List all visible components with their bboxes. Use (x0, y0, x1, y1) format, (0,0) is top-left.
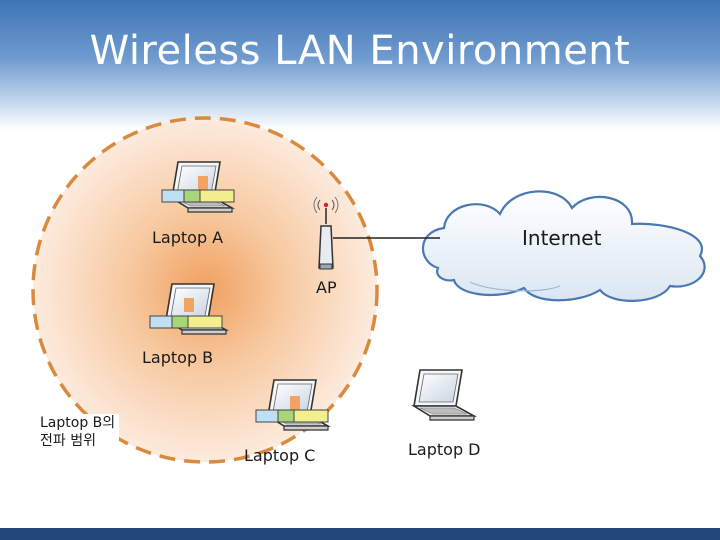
header-band (0, 0, 720, 130)
internet-cloud-icon (421, 190, 706, 302)
laptop-a-icon (161, 161, 235, 213)
laptop-b-icon (149, 283, 227, 335)
internet-label: Internet (522, 226, 602, 250)
access-point-icon (313, 196, 339, 270)
ap-label: AP (316, 278, 337, 297)
laptop-c-label: Laptop C (244, 446, 316, 465)
coverage-range-label: Laptop B의 전파 범위 (36, 414, 120, 450)
laptop-b-label: Laptop B (142, 348, 214, 367)
laptop-d-icon (413, 369, 475, 421)
laptop-c-icon (255, 379, 329, 431)
slide-title: Wireless LAN Environment (89, 28, 631, 74)
laptop-a-label: Laptop A (152, 228, 224, 247)
footer-bar (0, 528, 720, 540)
laptop-d-label: Laptop D (408, 440, 481, 459)
